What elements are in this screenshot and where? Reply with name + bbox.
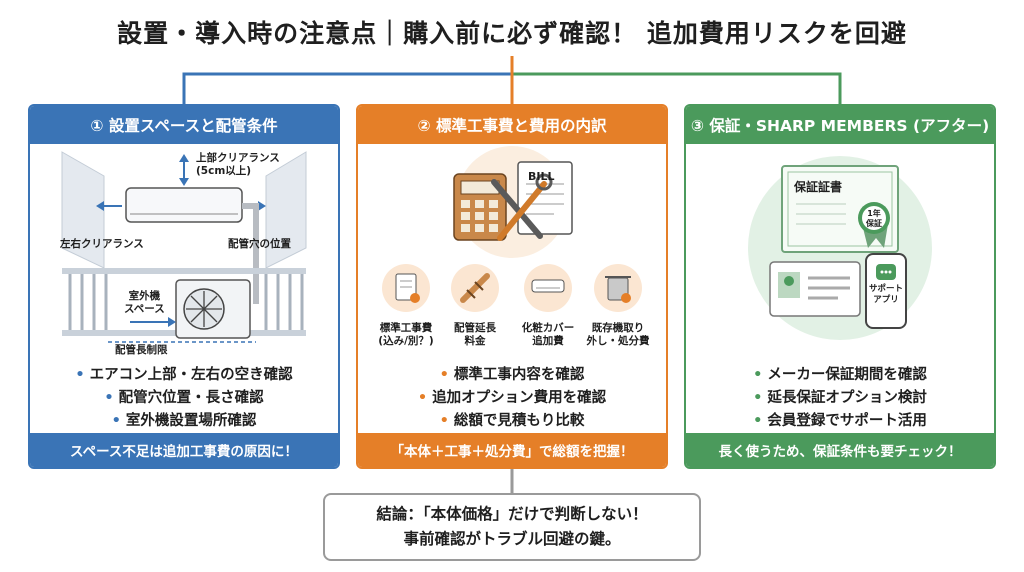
conclusion-line-1: 結論：「本体価格」だけで判断しない！ [376,505,648,523]
cost-diagram [382,146,642,312]
cover-icon [524,264,572,312]
card-installation-space: ① 設置スペースと配管条件 [28,104,340,469]
list-item: 延長保証オプション検討 [686,387,994,410]
icon-label-standard-fee: 標準工事費(込み/別？) [378,322,434,348]
list-item: 室外機設置場所確認 [30,410,338,433]
card-header: ① 設置スペースと配管条件 [30,106,338,144]
bullet-list: エアコン上部・左右の空き確認 配管穴位置・長さ確認 室外機設置場所確認 [30,364,338,433]
conclusion-box: 結論：「本体価格」だけで判断しない！ 事前確認がトラブル回避の鍵。 [323,493,701,561]
bill-icon [517,161,573,235]
bill-label: BILL [528,170,555,183]
list-item: メーカー保証期間を確認 [686,364,994,387]
list-item: 総額で見積もり比較 [358,410,666,433]
card-header: ③ 保証・SHARP MEMBERS (アフター) [686,106,994,144]
installation-illustration: 上部クリアランス (5cm以上) 左右クリアランス 配管穴の位置 室外機 スペー… [30,144,338,364]
app-label: サポートアプリ [868,284,903,305]
icon-label-cover: 化粧カバー追加費 [521,322,575,348]
list-item: 標準工事内容を確認 [358,364,666,387]
seal-label: 1年保証 [866,209,882,228]
bullet-list: メーカー保証期間を確認 延長保証オプション検討 会員登録でサポート活用 [686,364,994,433]
top-clearance-label: 上部クリアランス (5cm以上) [196,152,280,178]
room-diagram [61,151,307,343]
pipe-limit-label: 配管長制限 [112,344,171,358]
card-footer: 長く使うため、保証条件も要チェック！ [686,433,994,467]
warranty-illustration: 保証証書 1年保証 サポートアプリ [686,144,994,364]
tools-icon [491,173,553,241]
list-item: 追加オプション費用を確認 [358,387,666,410]
card-footer: スペース不足は追加工事費の原因に！ [30,433,338,467]
card-footer: 「本体＋工事＋処分費」で総額を把握！ [358,433,666,467]
icon-label-removal: 既存機取り外し・処分費 [586,322,650,348]
list-item: 配管穴位置・長さ確認 [30,387,338,410]
trash-icon [594,264,642,312]
side-clearance-label: 左右クリアランス [60,238,144,250]
outdoor-unit-label: 室外機 スペース [124,290,165,316]
card-header: ② 標準工事費と費用の内訳 [358,106,666,144]
phone-app-icon [865,253,907,329]
aircon-indoor-icon [125,187,243,223]
card-installation-cost: ② 標準工事費と費用の内訳 [356,104,668,469]
icon-label-pipe-extension: 配管延長料金 [454,322,496,348]
member-card-icon [769,261,861,317]
conclusion-line-2: 事前確認がトラブル回避の鍵。 [403,530,621,548]
list-item: 会員登録でサポート活用 [686,410,994,433]
list-item: エアコン上部・左右の空き確認 [30,364,338,387]
pipe-hole-label: 配管穴の位置 [228,238,291,250]
cost-illustration: BILL 標準工事費(込み/別？) 配管延長料金 化粧カバー追加費 既存機取り外… [358,144,666,364]
seal-icon [858,202,890,248]
page-title: 設置・導入時の注意点｜購入前に必ず確認！ 追加費用リスクを回避 [117,19,907,48]
card-warranty: ③ 保証・SHARP MEMBERS (アフター) [684,104,996,469]
bullet-list: 標準工事内容を確認 追加オプション費用を確認 総額で見積もり比較 [358,364,666,433]
pipe-icon [451,264,499,312]
document-icon [382,264,430,312]
warranty-diagram [748,156,932,340]
certificate-label: 保証証書 [794,180,843,194]
calculator-icon [453,173,507,241]
